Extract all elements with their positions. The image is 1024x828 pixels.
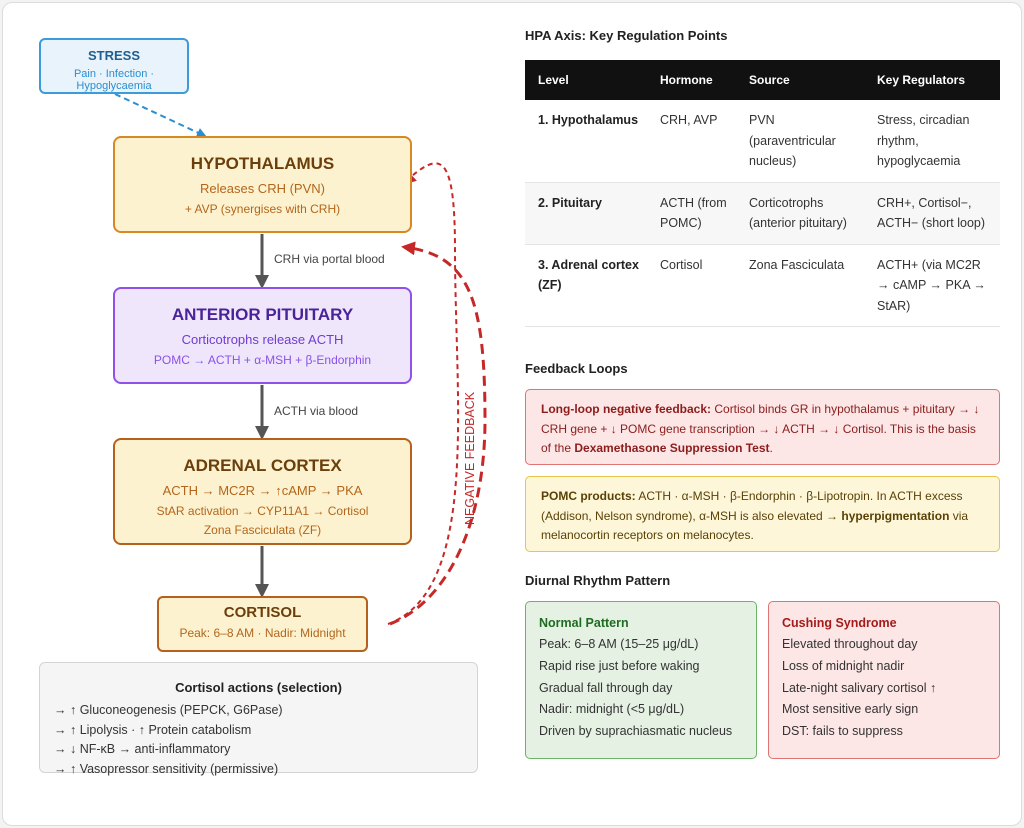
actions-title: Cortisol actions (selection)	[175, 680, 342, 695]
cell-regulators: CRH+, Cortisol−, ACTH− (short loop)	[864, 182, 1000, 245]
stress-node: STRESS Pain · Infection · Hypoglycaemia	[39, 38, 189, 94]
feedback-title: Feedback Loops	[525, 361, 628, 376]
hypothalamus-title: HYPOTHALAMUS	[190, 154, 335, 173]
stress-arrow	[114, 93, 207, 138]
table-row: 3. Adrenal cortex (ZF) Cortisol Zona Fas…	[525, 244, 1000, 327]
cortisol-title: CORTISOL	[223, 604, 302, 621]
list-item: Gradual fall through day	[539, 680, 673, 695]
long-loop-text: Cortisol binds GR in hypothalamus + pitu…	[541, 402, 980, 455]
pomc-end: via melanocortin receptors on melanocyte…	[541, 508, 969, 543]
list-item: Most sensitive early sign	[782, 702, 919, 717]
adrenal-node: ADRENAL CORTEX ACTH → MC2R → ↑cAMP → PKA…	[113, 438, 412, 545]
list-item: Rapid rise just before waking	[539, 658, 700, 673]
pituitary-line1: Corticotrophs release ACTH	[181, 332, 344, 347]
crh-edge-label: CRH via portal blood	[274, 252, 385, 266]
normal-pattern-list: Peak: 6–8 AM (15–25 μg/dL) Rapid rise ju…	[539, 634, 756, 743]
cortisol-node: CORTISOL Peak: 6–8 AM · Nadir: Midnight	[157, 596, 368, 652]
cell-regulators: Stress, circadian rhythm, hypoglycaemia	[864, 100, 1000, 183]
cell-regulators: ACTH+ (via MC2R → cAMP → PKA → StAR)	[864, 244, 1000, 327]
table-header-row: Level Hormone Source Key Regulators	[525, 60, 1000, 100]
header-regulators: Key Regulators	[864, 60, 1000, 100]
feedback-arrow-hypothalamus	[387, 162, 460, 625]
action-item: → ↓ NF-κB → anti-inflammatory	[54, 742, 231, 756]
adrenal-line3: Zona Fasciculata (ZF)	[203, 523, 322, 537]
hypothalamus-line2: + AVP (synergises with CRH)	[184, 202, 341, 216]
hypothalamus-line1: Releases CRH (PVN)	[200, 181, 325, 196]
cortisol-line1: Peak: 6–8 AM · Nadir: Midnight	[179, 626, 346, 640]
header-source: Source	[736, 60, 864, 100]
table-title: HPA Axis: Key Regulation Points	[525, 28, 728, 43]
dst-emphasis: Dexamethasone Suppression Test	[574, 441, 770, 455]
list-item: Loss of midnight nadir	[782, 658, 905, 673]
adrenal-line1: ACTH → MC2R → ↑cAMP → PKA	[162, 483, 363, 498]
list-item: Late-night salivary cortisol ↑	[782, 680, 937, 695]
cushing-syndrome-title: Cushing Syndrome	[782, 616, 897, 630]
list-item: Nadir: midnight (<5 μg/dL)	[539, 702, 685, 717]
long-loop-note: Long-loop negative feedback: Cortisol bi…	[525, 389, 1000, 465]
normal-pattern-card: Normal Pattern Peak: 6–8 AM (15–25 μg/dL…	[525, 601, 757, 759]
pituitary-title: ANTERIOR PITUITARY	[171, 305, 354, 324]
actions-list: → ↑ Gluconeogenesis (PEPCK, G6Pase) → ↑ …	[54, 701, 477, 779]
list-item: Driven by suprachiasmatic nucleus	[539, 724, 733, 739]
cell-hormone: CRH, AVP	[647, 100, 736, 183]
table-row: 2. Pituitary ACTH (from POMC) Corticotro…	[525, 182, 1000, 245]
pomc-label: POMC products:	[541, 489, 636, 503]
header-level: Level	[525, 60, 647, 100]
cell-hormone: Cortisol	[647, 244, 736, 327]
action-item: → ↑ Vasopressor sensitivity (permissive)	[54, 761, 279, 776]
cell-hormone: ACTH (from POMC)	[647, 182, 736, 245]
list-item: DST: fails to suppress	[782, 724, 903, 739]
action-item: → ↑ Gluconeogenesis (PEPCK, G6Pase)	[54, 703, 283, 717]
cushing-syndrome-card: Cushing Syndrome Elevated throughout day…	[768, 601, 1000, 759]
action-item: → ↑ Lipolysis · ↑ Protein catabolism	[54, 722, 252, 737]
stress-subtitle: Pain · Infection · Hypoglycaemia	[73, 68, 155, 92]
cortisol-actions-panel: Cortisol actions (selection) → ↑ Glucone…	[39, 662, 478, 776]
pituitary-node: ANTERIOR PITUITARY Corticotrophs release…	[113, 287, 412, 384]
long-loop-label: Long-loop negative feedback:	[541, 402, 712, 416]
pituitary-line2: POMC → ACTH + α-MSH + β-Endorphin	[153, 353, 372, 367]
regulation-table: Level Hormone Source Key Regulators 1. H…	[525, 60, 1000, 327]
cell-level: 2. Pituitary	[525, 182, 647, 245]
pomc-text: ACTH · α-MSH · β-Endorphin · β-Lipotropi…	[541, 489, 963, 523]
feedback-label: NEGATIVE FEEDBACK	[463, 391, 477, 525]
adrenal-title: ADRENAL CORTEX	[183, 456, 342, 475]
cell-level: 3. Adrenal cortex (ZF)	[525, 244, 647, 327]
hyperpigmentation-emphasis: hyperpigmentation	[841, 508, 950, 523]
hypothalamus-node: HYPOTHALAMUS Releases CRH (PVN) + AVP (s…	[113, 136, 412, 233]
acth-edge-label: ACTH via blood	[274, 404, 359, 418]
stress-title: STRESS	[87, 48, 140, 63]
long-loop-end: .	[769, 441, 773, 455]
rhythm-title: Diurnal Rhythm Pattern	[525, 573, 671, 588]
cell-source: PVN (paraventricular nucleus)	[736, 100, 864, 183]
adrenal-line2: StAR activation → CYP11A1 → Cortisol	[156, 504, 369, 518]
cell-source: Corticotrophs (anterior pituitary)	[736, 182, 864, 245]
cell-source: Zona Fasciculata	[736, 244, 864, 327]
list-item: Peak: 6–8 AM (15–25 μg/dL)	[539, 637, 699, 651]
table-row: 1. Hypothalamus CRH, AVP PVN (paraventri…	[525, 100, 1000, 183]
header-hormone: Hormone	[647, 60, 736, 100]
pomc-note: POMC products: ACTH · α-MSH · β-Endorphi…	[525, 476, 1000, 552]
cushing-syndrome-list: Elevated throughout day Loss of midnight…	[782, 634, 999, 743]
cell-level: 1. Hypothalamus	[525, 100, 647, 183]
list-item: Elevated throughout day	[782, 637, 918, 651]
normal-pattern-title: Normal Pattern	[539, 616, 629, 630]
